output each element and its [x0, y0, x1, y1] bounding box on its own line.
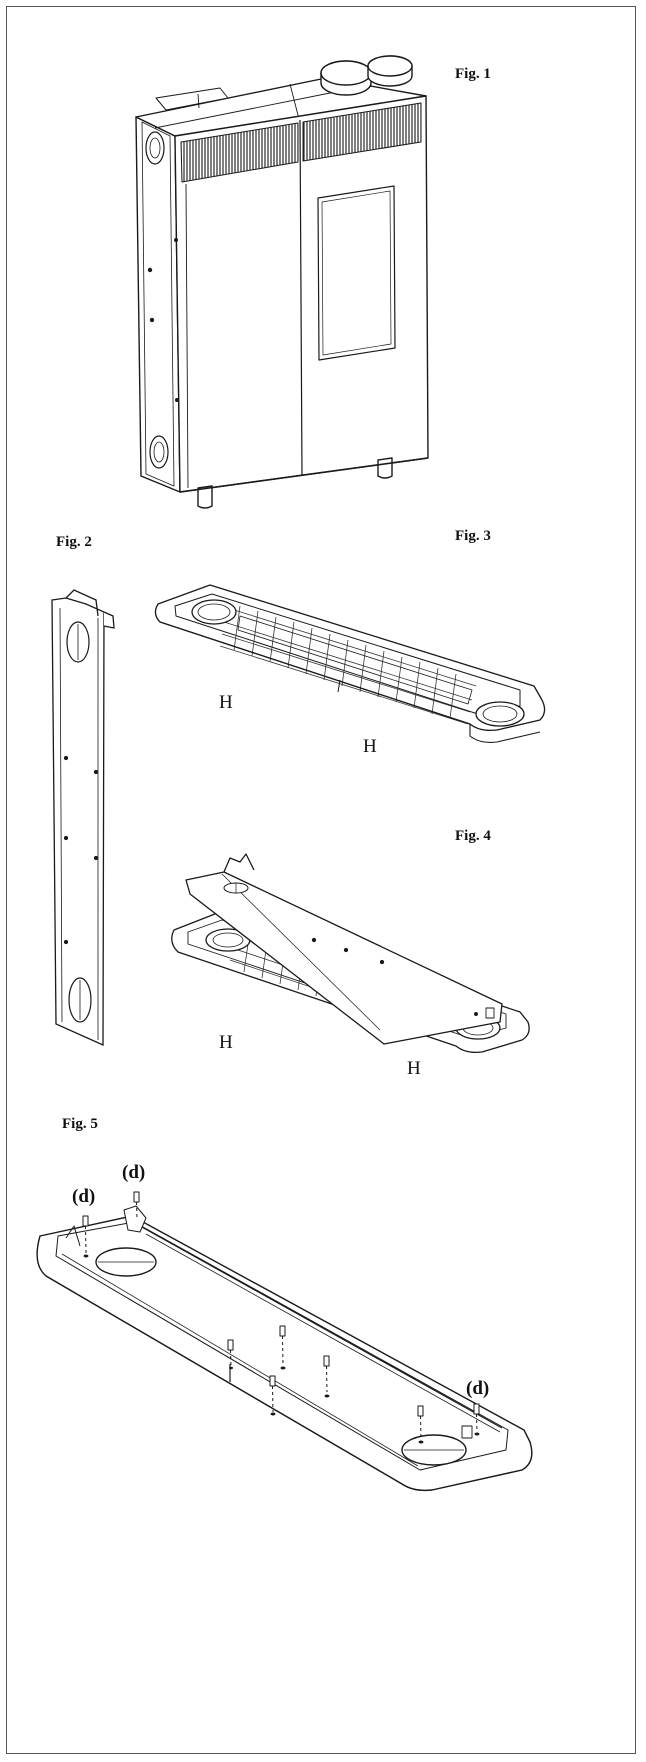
door-glass	[317, 185, 396, 361]
top-grille-frame	[154, 584, 546, 743]
fig-2-label: Fig. 2	[56, 534, 92, 550]
stove-foot-left	[197, 485, 213, 509]
page-frame	[6, 6, 636, 1754]
screw-label-1: (d)	[72, 1186, 96, 1207]
h-label-fig3-left: H	[219, 692, 233, 713]
fig-3-label: Fig. 3	[455, 528, 491, 544]
top-grille-right	[302, 102, 422, 162]
fig-1-label: Fig. 1	[455, 66, 491, 82]
frame-with-panel-assembly	[171, 853, 530, 1054]
stove-foot-right	[377, 457, 393, 479]
screw-label-2: (d)	[122, 1162, 146, 1183]
h-label-fig4-left: H	[219, 1032, 233, 1053]
fig-5-label: Fig. 5	[62, 1116, 98, 1132]
h-label-fig4-right: H	[407, 1058, 421, 1079]
base-tray-assembly	[36, 1191, 533, 1492]
screw-label-8: (d)	[466, 1378, 490, 1399]
h-label-fig3-right: H	[363, 736, 377, 757]
fig-4-label: Fig. 4	[455, 828, 491, 844]
top-grille-left	[180, 122, 299, 183]
stove-assembly	[135, 55, 429, 509]
side-panel-part	[51, 589, 115, 1047]
